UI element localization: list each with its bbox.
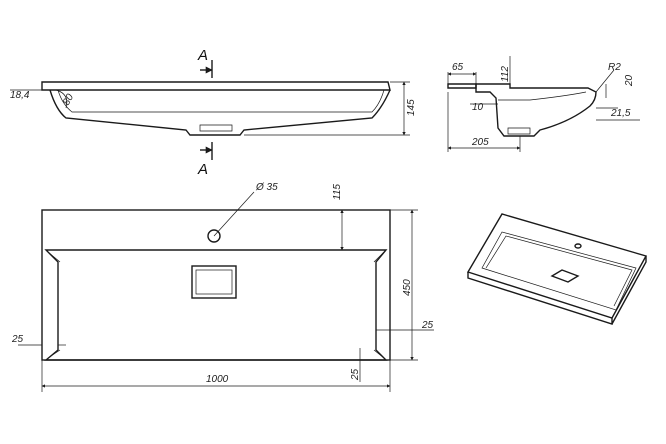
dim-top-25-left: 25: [11, 334, 24, 345]
dim-side-205: 205: [471, 137, 489, 148]
side-profile: [475, 83, 597, 137]
top-view: Ø 35 115 450 25 25 25 1000: [11, 182, 434, 392]
section-label-top: A: [197, 47, 208, 64]
iso-drain: [550, 269, 580, 283]
side-rim: [447, 83, 477, 89]
dim-side-20: 20: [624, 74, 635, 87]
dim-top-hole: Ø 35: [255, 182, 278, 193]
dim-top-25-right: 25: [421, 320, 434, 331]
section-label-bottom: A: [197, 161, 208, 178]
dim-front-height: 145: [406, 99, 417, 116]
iso-tap-hole: [574, 243, 582, 249]
dim-top-115: 115: [332, 184, 343, 200]
dim-side-65: 65: [452, 62, 464, 73]
dim-top-1000: 1000: [206, 374, 229, 385]
front-view: A A 145 18,4 80: [10, 47, 417, 178]
tap-hole: [207, 229, 221, 243]
iso-basin: [481, 231, 637, 311]
side-drain: [507, 127, 531, 135]
dim-side-r2: R2: [608, 62, 621, 73]
top-basin: [44, 249, 388, 361]
isometric-view: [466, 213, 648, 325]
top-drain: [191, 265, 237, 299]
iso-outline-sides: [467, 256, 647, 325]
dim-top-450: 450: [402, 279, 413, 296]
dim-front-angle: 80: [61, 92, 76, 108]
dim-side-112: 112: [500, 66, 511, 82]
front-rim: [41, 81, 391, 91]
dim-top-25-bottom: 25: [350, 368, 361, 381]
front-bowl: [49, 89, 391, 136]
dim-front-rim: 18,4: [10, 90, 30, 101]
side-view: 65 112 R2 20 10 21,5 205: [447, 56, 640, 152]
front-drain: [199, 124, 233, 132]
top-outline: [41, 209, 391, 361]
dim-side-10: 10: [472, 102, 484, 113]
dim-side-21-5: 21,5: [610, 108, 631, 119]
